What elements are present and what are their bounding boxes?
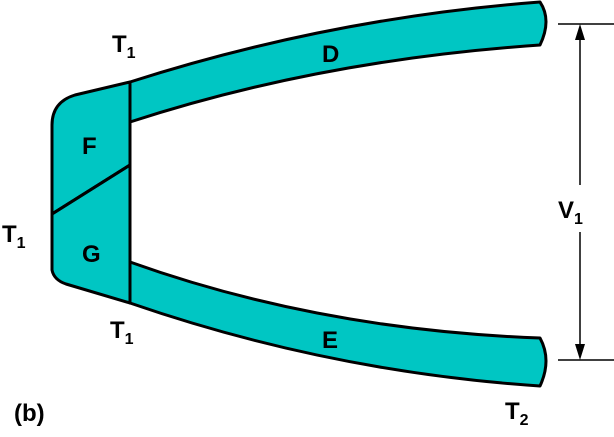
voltage-label: V1 <box>558 197 583 228</box>
panel-label: (b) <box>14 400 45 427</box>
region-d-shape <box>128 0 548 124</box>
region-g-shape <box>50 163 132 305</box>
voltage-arrow <box>558 23 614 361</box>
terminal-left-label: T1 <box>2 221 26 252</box>
terminal-right-label: T2 <box>505 398 529 429</box>
region-g-label: G <box>82 241 101 268</box>
fg-divider-line <box>51 163 131 216</box>
region-f-label: F <box>82 133 97 160</box>
terminal-bottom-label: T1 <box>110 317 134 348</box>
terminal-top-label: T1 <box>112 31 136 62</box>
region-e-label: E <box>322 327 338 354</box>
region-f-shape <box>50 80 132 216</box>
region-e-shape <box>128 260 548 388</box>
region-d-label: D <box>322 41 339 68</box>
